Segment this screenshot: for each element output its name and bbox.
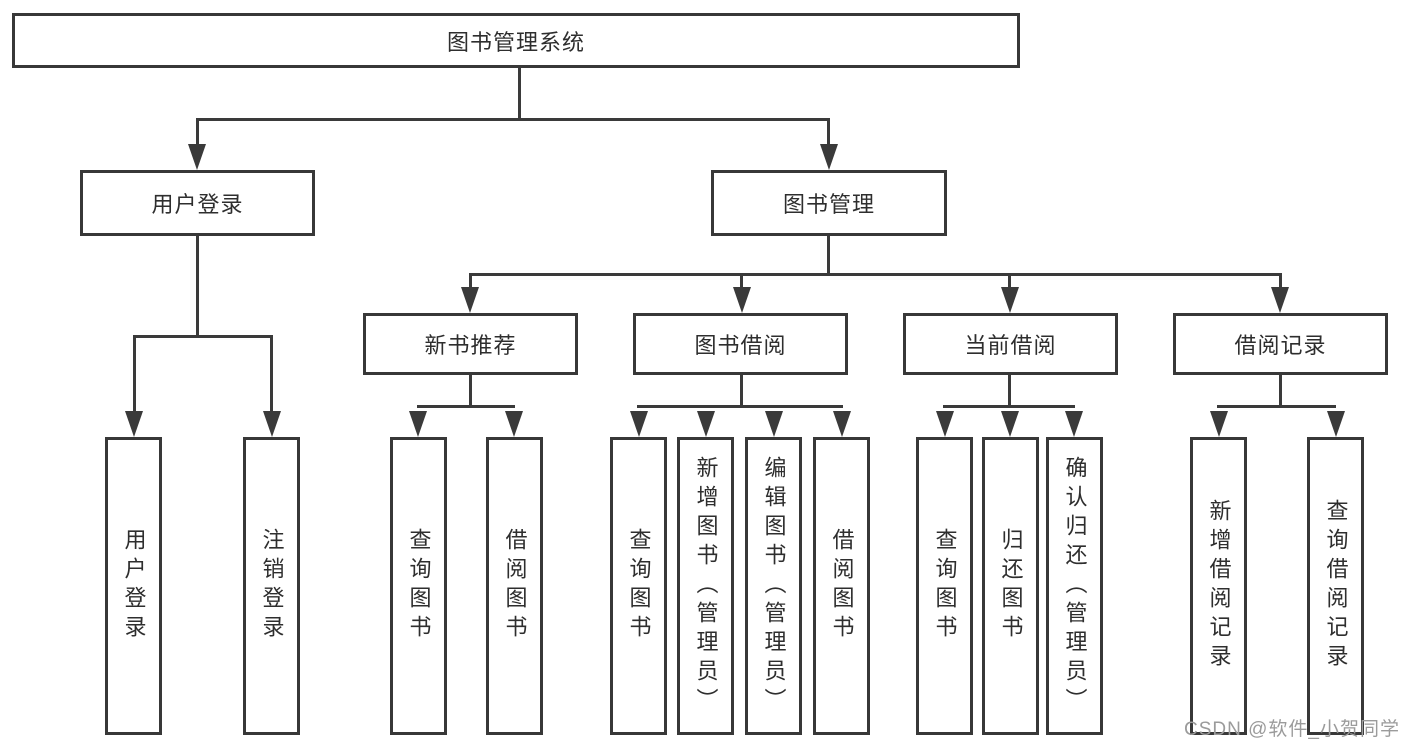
connector-mgmt-down xyxy=(827,236,830,273)
node-borrow-records-label: 借阅记录 xyxy=(1234,333,1327,358)
connector-records-hline xyxy=(1217,405,1336,408)
node-root-label: 图书管理系统 xyxy=(446,29,585,55)
leaf-newbook-borrow-label: 借阅图书 xyxy=(502,528,528,644)
leaf-borrow-query-label: 查询图书 xyxy=(626,528,652,644)
connector-borrow-down xyxy=(740,375,743,405)
arrow-current-leaf2 xyxy=(1001,411,1019,437)
leaf-borrow-edit-admin: 编辑图书（管理员） xyxy=(745,437,802,735)
connector-login-leaf1-stem xyxy=(133,335,136,413)
node-book-borrow-label: 图书借阅 xyxy=(694,333,787,358)
arrow-to-login xyxy=(188,144,206,170)
node-user-login: 用户登录 xyxy=(80,170,315,236)
leaf-borrow-edit-admin-label: 编辑图书（管理员） xyxy=(761,455,787,717)
arrow-borrow-leaf4 xyxy=(833,411,851,437)
leaf-current-return: 归还图书 xyxy=(982,437,1039,735)
node-book-mgmt-label: 图书管理 xyxy=(782,192,875,217)
leaf-current-confirm-admin-label: 确认归还（管理员） xyxy=(1062,455,1088,717)
connector-login-down xyxy=(196,236,199,335)
connector-l3-3-stem xyxy=(1008,273,1011,289)
leaf-newbook-borrow: 借阅图书 xyxy=(486,437,543,735)
arrow-borrow-leaf1 xyxy=(630,411,648,437)
leaf-logout: 注销登录 xyxy=(243,437,300,735)
leaf-newbook-query: 查询图书 xyxy=(390,437,447,735)
leaf-logout-label: 注销登录 xyxy=(259,528,285,644)
csdn-watermark: CSDN @软件_小贺同学 xyxy=(1184,719,1400,740)
leaf-current-confirm-admin: 确认归还（管理员） xyxy=(1046,437,1103,735)
arrow-to-login-leaf1 xyxy=(125,411,143,437)
arrow-newbook-leaf2 xyxy=(505,411,523,437)
arrow-current-leaf3 xyxy=(1065,411,1083,437)
connector-newbook-hline xyxy=(417,405,515,408)
connector-l3-4-stem xyxy=(1279,273,1282,289)
connector-login-stem xyxy=(196,118,199,150)
connector-records-down xyxy=(1279,375,1282,405)
node-current-borrow-label: 当前借阅 xyxy=(964,333,1057,358)
connector-newbook-down xyxy=(469,375,472,405)
connector-root-hline xyxy=(196,118,830,121)
node-current-borrow: 当前借阅 xyxy=(903,313,1118,375)
arrow-borrow-leaf2 xyxy=(697,411,715,437)
leaf-borrow-query: 查询图书 xyxy=(610,437,667,735)
leaf-records-add-label: 新增借阅记录 xyxy=(1206,499,1232,673)
leaf-records-query: 查询借阅记录 xyxy=(1307,437,1364,735)
arrow-to-current xyxy=(1001,287,1019,313)
arrow-to-records xyxy=(1271,287,1289,313)
leaf-borrow-borrow-label: 借阅图书 xyxy=(829,528,855,644)
connector-current-hline xyxy=(943,405,1075,408)
connector-mgmt-stem xyxy=(827,118,830,150)
connector-login-hline xyxy=(133,335,273,338)
leaf-borrow-add-admin-label: 新增图书（管理员） xyxy=(693,455,719,717)
connector-root-stem xyxy=(518,68,521,118)
arrow-records-leaf1 xyxy=(1210,411,1228,437)
node-new-book-recommend-label: 新书推荐 xyxy=(424,333,517,358)
leaf-current-return-label: 归还图书 xyxy=(998,528,1024,644)
leaf-newbook-query-label: 查询图书 xyxy=(406,528,432,644)
arrow-current-leaf1 xyxy=(936,411,954,437)
leaf-user-login: 用户登录 xyxy=(105,437,162,735)
leaf-current-query: 查询图书 xyxy=(916,437,973,735)
leaf-records-add: 新增借阅记录 xyxy=(1190,437,1247,735)
connector-l3-1-stem xyxy=(469,273,472,289)
arrow-to-login-leaf2 xyxy=(263,411,281,437)
node-root: 图书管理系统 xyxy=(12,13,1020,68)
leaf-borrow-borrow: 借阅图书 xyxy=(813,437,870,735)
leaf-records-query-label: 查询借阅记录 xyxy=(1323,499,1349,673)
connector-borrow-hline xyxy=(637,405,843,408)
arrow-newbook-leaf1 xyxy=(409,411,427,437)
leaf-borrow-add-admin: 新增图书（管理员） xyxy=(677,437,734,735)
arrow-borrow-leaf3 xyxy=(765,411,783,437)
connector-l3-2-stem xyxy=(740,273,743,289)
arrow-to-mgmt xyxy=(820,144,838,170)
connector-mgmt-hline xyxy=(469,273,1282,276)
leaf-user-login-label: 用户登录 xyxy=(121,528,147,644)
node-book-borrow: 图书借阅 xyxy=(633,313,848,375)
arrow-to-borrow xyxy=(733,287,751,313)
node-user-login-label: 用户登录 xyxy=(151,192,244,217)
connector-login-leaf2-stem xyxy=(270,335,273,413)
leaf-current-query-label: 查询图书 xyxy=(932,528,958,644)
arrow-records-leaf2 xyxy=(1327,411,1345,437)
node-borrow-records: 借阅记录 xyxy=(1173,313,1388,375)
node-book-mgmt: 图书管理 xyxy=(711,170,947,236)
node-new-book-recommend: 新书推荐 xyxy=(363,313,578,375)
connector-current-down xyxy=(1008,375,1011,405)
arrow-to-newbook xyxy=(461,287,479,313)
